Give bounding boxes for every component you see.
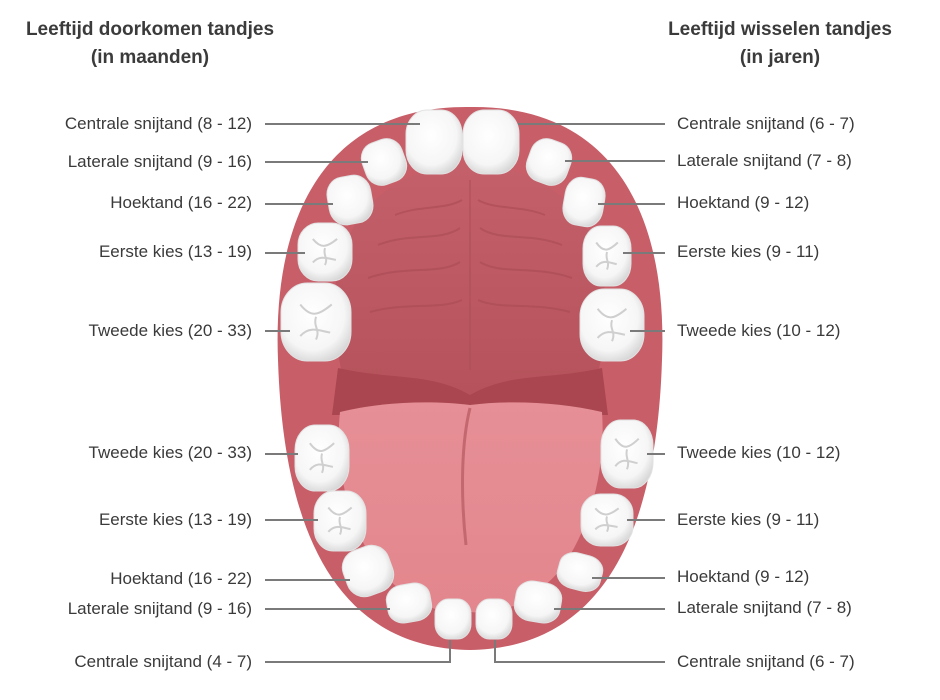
tooth-lower-right-second-molar — [294, 424, 350, 492]
tooth-lower-right-lateral-incisor — [385, 582, 433, 624]
label-right-lower-canine: Hoektand (9 - 12) — [677, 567, 810, 586]
label-left-lower-central-incisor: Centrale snijtand (4 - 7) — [74, 652, 252, 671]
tooth-upper-right-second-molar — [280, 282, 352, 362]
tooth-upper-left-first-molar — [582, 225, 632, 287]
tooth-lower-left-first-molar — [580, 493, 634, 547]
heading-eruption-age: Leeftijd doorkomen tandjes (in maanden) — [0, 16, 310, 72]
heading-shedding-age: Leeftijd wisselen tandjes (in jaren) — [620, 16, 940, 72]
label-right-lower-lateral-incisor: Laterale snijtand (7 - 8) — [677, 598, 852, 617]
label-left-lower-lateral-incisor: Laterale snijtand (9 - 16) — [67, 599, 252, 618]
label-left-upper-second-molar: Tweede kies (20 - 33) — [88, 321, 252, 340]
tooth-upper-left-lateral-incisor — [525, 138, 573, 186]
tooth-lower-left-lateral-incisor — [513, 580, 563, 624]
tooth-lower-right-first-molar — [313, 490, 367, 552]
label-right-lower-central-incisor: Centrale snijtand (6 - 7) — [677, 652, 855, 671]
tooth-upper-right-first-molar — [297, 222, 353, 282]
palate-ridges — [367, 180, 573, 370]
heading-eruption-line1: Leeftijd doorkomen tandjes — [25, 19, 275, 40]
leader-lines — [265, 123, 665, 663]
heading-shedding-line1: Leeftijd wisselen tandjes — [668, 19, 892, 40]
tooth-lower-left-central-incisor — [475, 598, 513, 640]
label-left-upper-central-incisor: Centrale snijtand (8 - 12) — [64, 114, 252, 133]
tooth-upper-right-lateral-incisor — [360, 138, 408, 186]
label-right-upper-first-molar: Eerste kies (9 - 11) — [677, 242, 820, 261]
leader-right-lower-central-incisor — [494, 640, 665, 663]
label-left-lower-first-molar: Eerste kies (13 - 19) — [98, 510, 252, 529]
tongue-groove — [461, 407, 472, 546]
label-right-upper-canine: Hoektand (9 - 12) — [677, 193, 810, 212]
tooth-upper-left-second-molar — [579, 288, 645, 362]
label-right-lower-second-molar: Tweede kies (10 - 12) — [677, 443, 841, 462]
tooth-lower-left-second-molar — [600, 419, 654, 489]
label-left-upper-lateral-incisor: Laterale snijtand (9 - 16) — [67, 152, 252, 171]
tooth-upper-right-central-incisor — [405, 109, 463, 175]
label-right-lower-first-molar: Eerste kies (9 - 11) — [677, 510, 820, 529]
tooth-lower-right-central-incisor — [434, 598, 472, 640]
label-right-upper-central-incisor: Centrale snijtand (6 - 7) — [677, 114, 855, 133]
label-left-lower-second-molar: Tweede kies (20 - 33) — [88, 443, 252, 462]
leader-left-lower-central-incisor — [265, 640, 451, 663]
label-right-upper-second-molar: Tweede kies (10 - 12) — [677, 321, 841, 340]
heading-shedding-line2: (in jaren) — [739, 47, 821, 68]
heading-eruption-line2: (in maanden) — [90, 47, 210, 68]
label-right-upper-lateral-incisor: Laterale snijtand (7 - 8) — [677, 151, 852, 170]
teeth — [280, 109, 654, 640]
label-left-upper-first-molar: Eerste kies (13 - 19) — [98, 242, 252, 261]
tooth-upper-left-canine — [562, 176, 606, 228]
tongue — [338, 402, 603, 613]
label-left-lower-canine: Hoektand (16 - 22) — [110, 569, 252, 588]
tooth-upper-left-central-incisor — [462, 109, 520, 175]
label-left-upper-canine: Hoektand (16 - 22) — [110, 193, 252, 212]
